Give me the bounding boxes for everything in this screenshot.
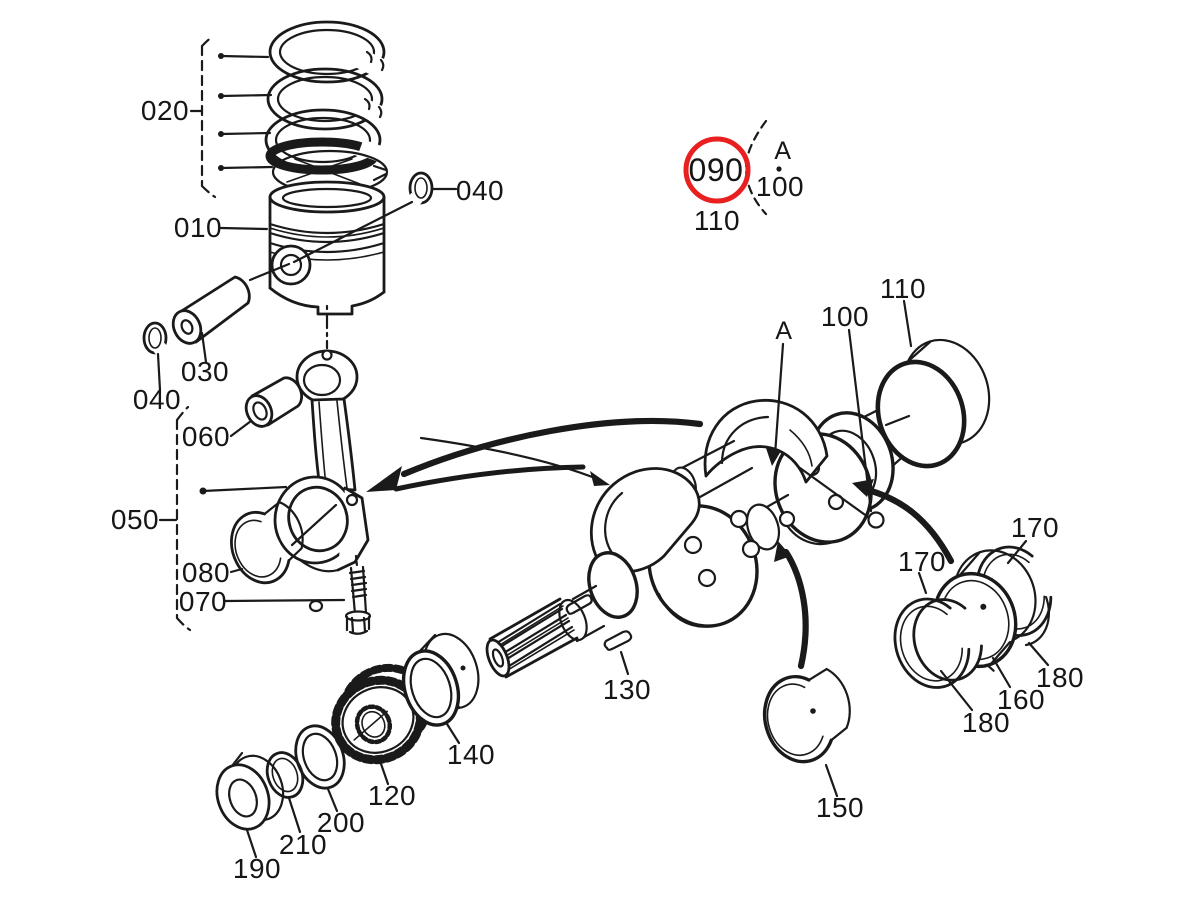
rod-bolt	[344, 565, 372, 635]
collar-190	[215, 751, 285, 859]
leader-080	[229, 567, 244, 574]
callout-090-highlighted[interactable]: 090	[689, 152, 744, 188]
callout-150[interactable]: 150	[816, 792, 864, 823]
callout-100-top[interactable]: 100	[756, 171, 804, 202]
callout-020[interactable]: 020	[141, 95, 189, 126]
circlip-left	[142, 321, 173, 392]
callout-050[interactable]: 050	[111, 504, 159, 535]
callout-040-top[interactable]: 040	[456, 175, 504, 206]
callout-170-left[interactable]: 170	[898, 546, 946, 577]
leader-070	[224, 598, 346, 603]
callout-140[interactable]: 140	[447, 739, 495, 770]
piston-ring-set	[264, 20, 392, 195]
callout-120[interactable]: 120	[368, 780, 416, 811]
callouts: 020 040 010 030 040 060 050 080 070 090 …	[111, 95, 1084, 884]
crank-gear	[331, 663, 432, 786]
callout-180-left[interactable]: 180	[962, 707, 1010, 738]
callout-040-left[interactable]: 040	[133, 384, 181, 415]
callout-010[interactable]: 010	[174, 212, 222, 243]
crank-callout-leaders	[766, 299, 913, 529]
callout-160[interactable]: 160	[997, 684, 1045, 715]
slinger-200	[294, 724, 346, 813]
circlip-right	[292, 171, 458, 264]
main-bearing-140	[401, 632, 480, 745]
callout-110-crank[interactable]: 110	[880, 273, 926, 304]
leader-010	[219, 226, 269, 231]
crankshaft	[485, 398, 914, 679]
callout-210[interactable]: 210	[279, 829, 327, 860]
rear-bearing-group	[893, 539, 1053, 712]
piston	[268, 180, 386, 316]
highlight-circle-090	[683, 136, 751, 204]
callout-130[interactable]: 130	[603, 674, 651, 705]
key	[603, 630, 633, 676]
ring-set-bracket	[189, 34, 274, 199]
rod-bracket	[158, 405, 288, 632]
main-bearing-150	[762, 667, 851, 798]
callout-070[interactable]: 070	[179, 586, 227, 617]
callout-110-top[interactable]: 110	[694, 205, 740, 236]
callout-190[interactable]: 190	[233, 853, 281, 884]
callout-180-right[interactable]: 180	[1036, 662, 1084, 693]
callout-080[interactable]: 080	[182, 557, 230, 588]
callout-a-crank[interactable]: A	[775, 317, 792, 345]
rod-bearing-shell	[230, 501, 304, 585]
crank-bushing-110	[875, 338, 991, 469]
piston-pin	[171, 262, 291, 364]
callout-030[interactable]: 030	[181, 356, 229, 387]
callout-170-right[interactable]: 170	[1011, 512, 1059, 543]
small-end-bushing	[229, 376, 304, 438]
assembly-arrows	[366, 417, 955, 670]
highlight-cluster	[683, 119, 782, 216]
callout-060[interactable]: 060	[182, 421, 230, 452]
callout-a-top[interactable]: A	[774, 137, 791, 165]
callout-200[interactable]: 200	[317, 807, 365, 838]
callout-100-crank[interactable]: 100	[821, 301, 869, 332]
